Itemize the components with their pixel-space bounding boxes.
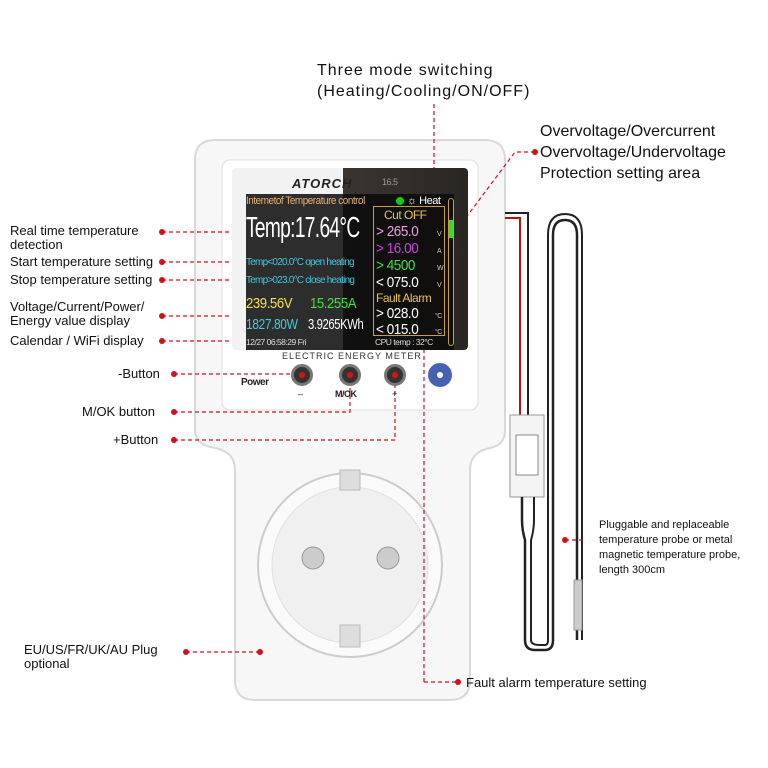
fault-alarm-title: Fault Alarm <box>376 291 432 305</box>
minus-annotation: -Button <box>118 366 160 381</box>
level-bar-fill <box>449 220 453 238</box>
unit-label: A <box>437 248 442 255</box>
temperature-probe <box>505 212 583 652</box>
plug-annotation: EU/US/FR/UK/AU Plug optional <box>24 643 158 671</box>
start-annotation: Start temperature setting <box>10 254 154 269</box>
annotation-line: detection <box>10 237 63 252</box>
minus-label: – <box>298 389 303 399</box>
calendar-status: 12/27 06:58:29 Fri <box>246 337 307 347</box>
protection-annotation: Overvoltage/Overcurrent Overvoltage/Unde… <box>540 121 726 184</box>
earth-clip-bottom <box>339 624 361 648</box>
annotation-line: Real time temperature <box>10 223 139 238</box>
unit-label: °C <box>435 329 442 336</box>
cutoff-overcurrent: > 16.00 <box>376 240 419 257</box>
unit-label: W <box>437 265 444 272</box>
plus-label: + <box>392 389 397 399</box>
annotation-line: Energy value display <box>10 313 130 328</box>
plus-annotation: +Button <box>113 432 159 447</box>
annotation-line: temperature probe or metal <box>599 534 733 546</box>
annotation-line: length 300cm <box>599 564 666 576</box>
plus-button[interactable] <box>384 364 406 386</box>
probe-annotation: Pluggable and replaceable temperature pr… <box>599 518 740 578</box>
stop-temperature: Temp>023.0°C close heating <box>246 274 355 286</box>
annotation-line: Pluggable and replaceable <box>599 519 730 531</box>
stop-annotation: Stop temperature setting <box>10 272 153 287</box>
unit-label: V <box>437 231 442 238</box>
cutoff-overpower: > 4500 <box>376 257 415 274</box>
right-panel <box>373 206 445 336</box>
unit-label: °C <box>435 313 442 320</box>
cutoff-overvoltage: > 265.0 <box>376 223 419 240</box>
annotation-line: Three mode switching <box>317 62 494 79</box>
energy-value: 3.9265KWh <box>308 316 364 333</box>
lcd-panel <box>246 194 454 350</box>
annotation-line: magnetic temperature probe, <box>599 549 741 561</box>
unit-label: V <box>437 282 442 289</box>
mok-annotation: M/OK button <box>82 404 155 419</box>
mode-indicator: ☼ Heat <box>407 195 441 207</box>
calendar-annotation: Calendar / WiFi display <box>10 333 144 348</box>
socket-hole-left <box>301 546 325 570</box>
vcpe-annotation: Voltage/Current/Power/ Energy value disp… <box>10 300 144 328</box>
mok-label: M/OK <box>335 389 357 399</box>
temperature-reading: Temp:17.64°C <box>246 212 360 244</box>
annotation-line: Overvoltage/Undervoltage <box>540 144 726 161</box>
level-bar <box>448 198 454 346</box>
brand-logo: ATORCH <box>292 176 353 191</box>
mode-annotation: Three mode switching (Heating/Cooling/ON… <box>317 60 530 102</box>
annotation-line: (Heating/Cooling/ON/OFF) <box>317 83 531 100</box>
socket-hole-right <box>376 546 400 570</box>
power-value: 1827.80W <box>246 316 298 333</box>
fault-annotation: Fault alarm temperature setting <box>466 675 647 690</box>
annotation-line: EU/US/FR/UK/AU Plug <box>24 642 158 657</box>
cutoff-title: Cut OFF <box>384 208 427 222</box>
power-label: Power <box>241 377 269 388</box>
annotation-line: Protection setting area <box>540 165 701 182</box>
model-label: 16.5 <box>382 177 398 187</box>
fault-low-temp: < 015.0 <box>376 321 419 338</box>
cpu-temperature: CPU temp : 32°C <box>375 337 433 347</box>
fault-high-temp: > 028.0 <box>376 305 419 322</box>
earth-clip-top <box>339 469 361 491</box>
annotation-line: Voltage/Current/Power/ <box>10 299 145 314</box>
voltage-value: 239.56V <box>246 295 293 312</box>
start-temperature: Temp<020.0°C open heating <box>246 256 355 268</box>
display-screen: ATORCH 16.5 Intemetof Temperature contro… <box>232 168 468 350</box>
realtime-annotation: Real time temperature detection <box>10 224 139 252</box>
panel-label: ELECTRIC ENERGY METER <box>282 351 422 361</box>
status-dot <box>396 197 404 205</box>
annotation-line: Overvoltage/Overcurrent <box>540 123 716 140</box>
screen-title: Intemetof Temperature control <box>246 195 365 207</box>
mok-button[interactable] <box>339 364 361 386</box>
current-value: 15.255A <box>310 295 357 312</box>
cutoff-undervoltage: < 075.0 <box>376 274 419 291</box>
minus-button[interactable] <box>291 364 313 386</box>
annotation-line: optional <box>24 656 70 671</box>
